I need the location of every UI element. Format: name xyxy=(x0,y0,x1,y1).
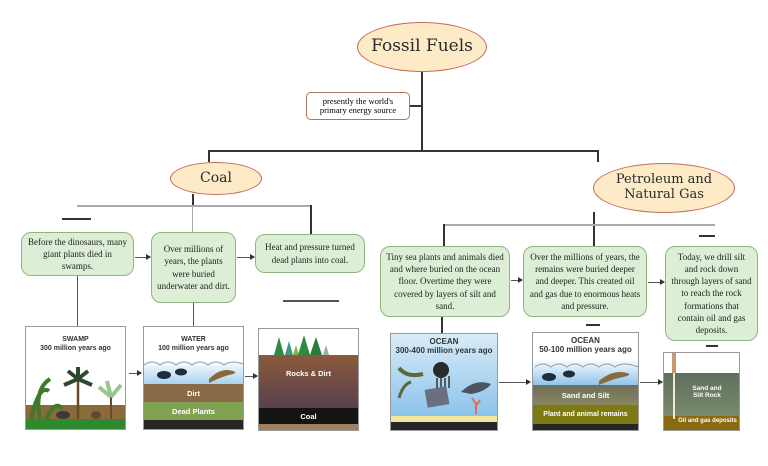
petroleum-node: Petroleum and Natural Gas xyxy=(593,163,735,213)
drill-rig-icon xyxy=(672,353,676,373)
coal-title: Coal xyxy=(200,170,232,187)
connector-petro-down xyxy=(593,212,595,247)
dash-2 xyxy=(699,235,715,237)
petro-step-3-text: Today, we drill silt and rock down throu… xyxy=(671,252,752,335)
dash-4 xyxy=(586,324,600,326)
ocean-fish-icon xyxy=(534,363,638,385)
connector-petro-left xyxy=(443,224,445,246)
coal-step-2: Over millions of years, the plants were … xyxy=(151,232,236,303)
water-title: WATER xyxy=(181,336,206,343)
trees-icon xyxy=(274,335,329,355)
layer-dirt: Dirt xyxy=(144,384,243,402)
root-title: Fossil Fuels xyxy=(371,36,473,57)
connector-petro-horizontal xyxy=(443,224,715,226)
dash-3 xyxy=(283,300,339,302)
petro-step-2-text: Over the millions of years, the remains … xyxy=(529,252,641,311)
sea-creatures-icon xyxy=(397,362,491,414)
arrow-img-ocean2-drill xyxy=(640,379,663,385)
arrow-img-water-coal xyxy=(245,373,258,379)
oil-gas-deposits-label: Oil and gas deposits xyxy=(678,418,737,424)
connector-coal-up xyxy=(208,150,210,162)
layer-coal: Coal xyxy=(259,408,358,424)
connector-main-horizontal xyxy=(208,150,598,152)
coal-step-1: Before the dinosaurs, many giant plants … xyxy=(21,232,134,276)
arrow-petro-2-3 xyxy=(648,279,665,285)
connector-coal-step1-img xyxy=(77,276,78,326)
petro-step-3: Today, we drill silt and rock down throu… xyxy=(665,246,758,341)
root-note-text: presently the world's primary energy sou… xyxy=(319,95,397,115)
connector-petro-step1-img xyxy=(441,317,443,333)
drilling-image: Sand and Silt Rock Oil and gas deposits xyxy=(663,352,740,431)
connector-root-down xyxy=(421,71,423,150)
connector-coal-step2-img xyxy=(193,303,194,326)
arrow-coal-1-2 xyxy=(135,254,151,260)
root-note: presently the world's primary energy sou… xyxy=(306,92,410,120)
connector-coal-horizontal xyxy=(77,205,312,207)
layer-plant-animal-remains: Plant and animal remains xyxy=(533,405,638,424)
ocean1-subtitle: 300-400 million years ago xyxy=(395,346,493,355)
petroleum-title: Petroleum and Natural Gas xyxy=(615,172,713,202)
coal-step-3-text: Heat and pressure turned dead plants int… xyxy=(265,242,355,265)
ocean-recent-image: OCEAN 50-100 million years ago Sand and … xyxy=(532,332,639,431)
connector-coal-right xyxy=(310,205,312,235)
connector-coal-down xyxy=(192,194,194,206)
arrow-img-ocean1-ocean2 xyxy=(499,379,531,385)
dash-1 xyxy=(62,218,91,220)
ocean2-subtitle: 50-100 million years ago xyxy=(539,345,632,354)
arrow-petro-1-2 xyxy=(511,277,523,283)
root-node: Fossil Fuels xyxy=(357,22,487,72)
coal-formation-image: Rocks & Dirt Coal xyxy=(258,328,359,431)
petro-step-1-text: Tiny sea plants and animals died and whe… xyxy=(386,252,504,311)
water-image: WATER 100 million years ago Dirt Dead Pl… xyxy=(143,326,244,430)
coal-step-3: Heat and pressure turned dead plants int… xyxy=(255,234,365,273)
ocean-ancient-image: OCEAN 300-400 million years ago xyxy=(390,333,498,431)
petro-step-2: Over the millions of years, the remains … xyxy=(523,246,647,317)
water-subtitle: 100 million years ago xyxy=(158,345,229,352)
layer-dead-plants: Dead Plants xyxy=(144,402,243,420)
coal-step-2-text: Over millions of years, the plants were … xyxy=(157,244,230,291)
drill-pipe-icon xyxy=(673,373,675,419)
connector-coal-mid xyxy=(192,205,193,233)
arrow-coal-2-3 xyxy=(237,254,255,260)
layer-sand-silt: Sand and Silt xyxy=(533,385,638,405)
swamp-plants-icon xyxy=(26,367,125,429)
ocean2-title: OCEAN xyxy=(571,336,600,345)
swamp-subtitle: 300 million years ago xyxy=(40,345,111,352)
swamp-title: SWAMP xyxy=(62,336,89,343)
connector-petro-up xyxy=(597,150,599,162)
petro-step-1: Tiny sea plants and animals died and whe… xyxy=(380,246,510,317)
arrow-img-swamp-water xyxy=(129,370,142,376)
ocean1-title: OCEAN xyxy=(429,337,459,346)
coal-node: Coal xyxy=(170,162,262,195)
dash-5 xyxy=(706,345,718,347)
sand-silt-rock-label: Sand and Silt Rock xyxy=(692,385,722,400)
water-creatures-icon xyxy=(144,361,243,383)
coal-step-1-text: Before the dinosaurs, many giant plants … xyxy=(28,236,127,272)
swamp-image: SWAMP 300 million years ago xyxy=(25,326,126,430)
connector-note xyxy=(410,105,422,107)
